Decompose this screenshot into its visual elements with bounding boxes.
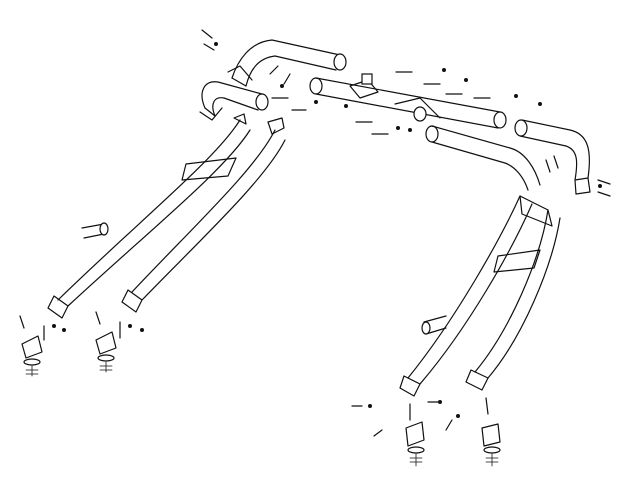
mounting-foot-icon: [481, 423, 501, 467]
top-left-bend-tube-icon: [227, 39, 347, 87]
top-right-bend-tube-icon: [425, 119, 591, 195]
mounting-foot-icon: [405, 421, 425, 467]
bolt-icon: [19, 29, 611, 437]
left-leg-pair-icon: [47, 113, 286, 319]
left-upper-bend-tube-icon: [199, 81, 269, 121]
mounting-foot-icon: [95, 331, 117, 373]
top-center-clamp-bar-icon: [309, 73, 507, 129]
nut-icon: [52, 42, 602, 418]
right-leg-pair-icon: [399, 195, 561, 397]
mounting-foot-icon: [21, 335, 43, 377]
